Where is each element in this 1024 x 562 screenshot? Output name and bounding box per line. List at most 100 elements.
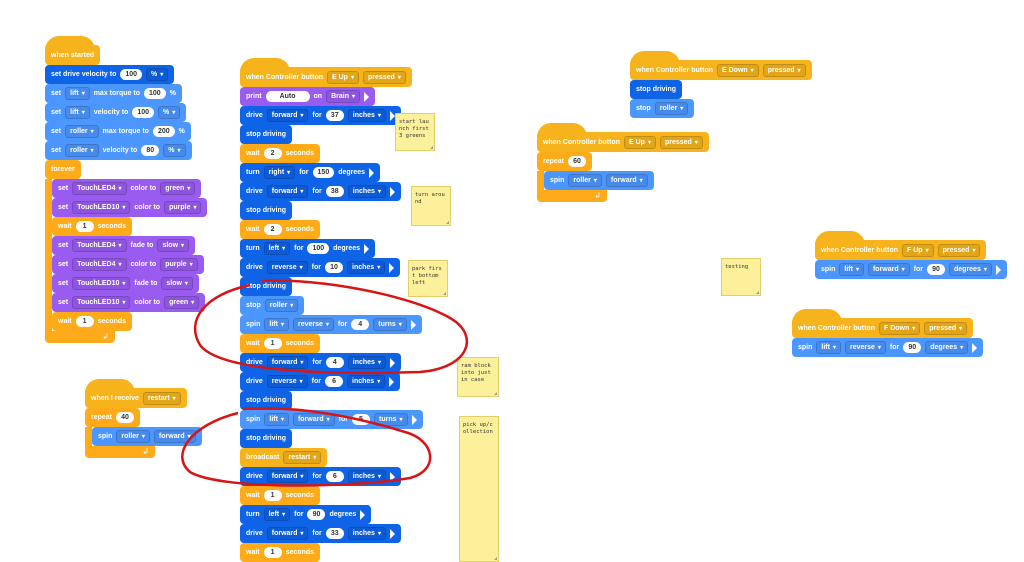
number-input[interactable]: 6 [325,376,344,387]
block-dropdown[interactable]: purple [160,258,198,271]
code-block[interactable]: spinrollerforward [544,171,654,190]
number-input[interactable]: 4 [325,357,344,368]
number-input[interactable]: 1 [263,490,282,501]
block-dropdown[interactable]: F Up [902,243,934,257]
number-input[interactable]: 60 [568,156,587,167]
when-i-receive-restart-stack[interactable]: when I receiverestartrepeat40spinrollerf… [85,379,202,458]
block-dropdown[interactable]: lift [264,318,289,331]
code-block[interactable]: driveforwardfor6inches [240,467,401,486]
block-dropdown[interactable]: pressed [762,63,806,77]
number-input[interactable]: 100 [120,69,143,80]
block-dropdown[interactable]: forward [266,470,309,483]
code-block[interactable]: stop driving [240,429,293,448]
block-dropdown[interactable]: restart [283,451,322,464]
text-input[interactable]: Auto [265,91,310,102]
hat-block[interactable]: when started [45,36,101,65]
block-dropdown[interactable]: slow [157,239,190,252]
play-arrow-icon[interactable] [389,376,395,387]
code-block[interactable]: spinliftreversefor90degrees [792,338,984,357]
play-arrow-icon[interactable] [389,528,395,539]
block-dropdown[interactable]: inches [347,185,386,198]
code-block[interactable]: stop driving [630,80,683,99]
play-arrow-icon[interactable] [410,319,416,330]
code-block[interactable]: forever [45,160,81,179]
code-block[interactable]: turnleftfor100degrees [240,239,376,258]
block-dropdown[interactable]: TouchLED4 [72,239,127,252]
block-dropdown[interactable]: pressed [659,135,703,149]
block-dropdown[interactable]: roller [116,430,150,443]
block-dropdown[interactable]: forward [266,356,309,369]
block-dropdown[interactable]: lift [839,263,864,276]
number-input[interactable]: 100 [132,107,155,118]
block-dropdown[interactable]: turns [373,318,407,331]
block-dropdown[interactable]: pressed [937,243,981,257]
block-dropdown[interactable]: restart [142,391,181,405]
block-dropdown[interactable]: roller [654,102,689,115]
code-block[interactable]: turnrightfor150degrees [240,163,381,182]
block-dropdown[interactable]: TouchLED4 [72,258,127,271]
number-input[interactable]: 40 [116,412,135,423]
code-block[interactable]: stop driving [240,277,293,296]
block-dropdown[interactable]: E Down [717,63,759,77]
block-dropdown[interactable]: roller [65,144,99,157]
code-block[interactable]: turnleftfor90degrees [240,505,372,524]
block-dropdown[interactable]: degrees [925,341,969,354]
comment-note[interactable]: ram block into just in case [457,357,499,397]
play-arrow-icon[interactable] [364,91,369,102]
code-block[interactable]: drivereversefor6inches [240,372,401,391]
block-dropdown[interactable]: forward [266,109,309,122]
number-input[interactable]: 4 [351,319,370,330]
block-dropdown[interactable]: slow [161,277,193,290]
block-dropdown[interactable]: E Up [624,135,656,149]
block-dropdown[interactable]: green [164,296,200,309]
block-dropdown[interactable]: roller [264,299,299,312]
code-block[interactable]: spinliftforwardfor5turns [240,410,423,429]
block-dropdown[interactable]: degrees [949,263,992,276]
number-input[interactable]: 90 [927,264,945,275]
code-block[interactable]: stop driving [240,201,293,220]
code-block[interactable]: driveforwardfor33inches [240,524,401,543]
code-block[interactable]: stop driving [240,391,293,410]
number-input[interactable]: 100 [307,243,330,254]
block-dropdown[interactable]: reverse [844,341,886,354]
number-input[interactable]: 1 [263,547,282,558]
block-dropdown[interactable]: forward [292,413,335,426]
code-block[interactable]: driveforwardfor37inches [240,106,401,125]
comment-note[interactable]: pick up/collection [459,416,499,562]
block-dropdown[interactable]: TouchLED10 [72,296,131,309]
block-dropdown[interactable]: forward [153,430,196,443]
number-input[interactable]: 80 [141,145,160,156]
play-arrow-icon[interactable] [411,414,417,425]
block-dropdown[interactable]: green [160,182,196,195]
block-dropdown[interactable]: reverse [266,261,308,274]
number-input[interactable]: 90 [903,342,922,353]
block-dropdown[interactable]: reverse [266,375,308,388]
number-input[interactable]: 1 [75,221,94,232]
number-input[interactable]: 37 [325,110,344,121]
block-dropdown[interactable]: TouchLED10 [72,201,131,214]
block-dropdown[interactable]: E Up [327,70,359,84]
block-dropdown[interactable]: right [263,166,296,179]
block-dropdown[interactable]: turns [374,413,408,426]
block-dropdown[interactable]: roller [65,125,99,138]
comment-note[interactable]: turn around [411,186,451,226]
block-dropdown[interactable]: lift [65,87,90,100]
play-arrow-icon[interactable] [389,357,395,368]
